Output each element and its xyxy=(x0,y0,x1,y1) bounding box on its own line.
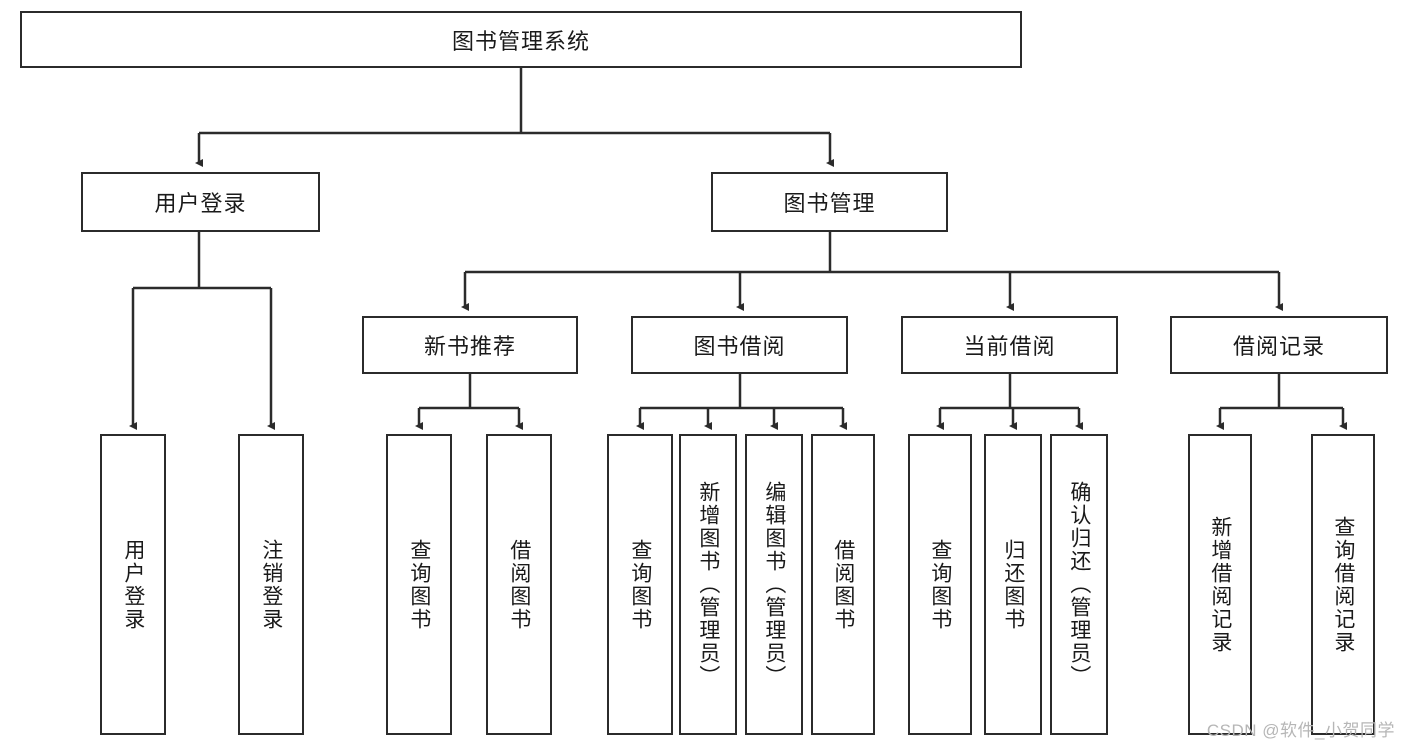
leaf-label: 查询图书 xyxy=(407,538,431,631)
node-current-borrow[interactable]: 当前借阅 xyxy=(901,316,1118,374)
leaf-book-borrow-add[interactable]: 新增图书（管理员） xyxy=(679,434,737,735)
leaf-borrow-record-query[interactable]: 查询借阅记录 xyxy=(1311,434,1375,735)
node-label: 图书管理系统 xyxy=(451,28,590,54)
leaf-label: 查询借阅记录 xyxy=(1331,515,1355,654)
node-label: 新书推荐 xyxy=(423,334,516,359)
leaf-label: 新增借阅记录 xyxy=(1208,515,1232,654)
leaf-label: 确认归还（管理员） xyxy=(1067,481,1091,688)
leaf-label: 归还图书 xyxy=(1001,538,1025,631)
leaf-label: 编辑图书（管理员） xyxy=(762,481,786,688)
node-label: 图书借阅 xyxy=(693,334,786,359)
leaf-current-borrow-query[interactable]: 查询图书 xyxy=(908,434,972,735)
node-borrow-record[interactable]: 借阅记录 xyxy=(1170,316,1388,374)
leaf-user-login-signout[interactable]: 注销登录 xyxy=(238,434,304,735)
leaf-label: 注销登录 xyxy=(259,538,283,631)
node-new-book-recommend[interactable]: 新书推荐 xyxy=(362,316,578,374)
leaf-label: 借阅图书 xyxy=(831,538,855,631)
leaf-new-book-borrow[interactable]: 借阅图书 xyxy=(486,434,552,735)
leaf-label: 新增图书（管理员） xyxy=(696,481,720,688)
leaf-user-login-signin[interactable]: 用户登录 xyxy=(100,434,166,735)
watermark: CSDN @软件_小贺同学 xyxy=(1206,721,1395,740)
leaf-current-borrow-return[interactable]: 归还图书 xyxy=(984,434,1042,735)
node-root-book-management-system[interactable]: 图书管理系统 xyxy=(20,11,1022,68)
node-label: 图书管理 xyxy=(783,191,876,216)
leaf-book-borrow-query[interactable]: 查询图书 xyxy=(607,434,673,735)
leaf-current-borrow-confirm-return[interactable]: 确认归还（管理员） xyxy=(1050,434,1108,735)
leaf-label: 借阅图书 xyxy=(507,538,531,631)
node-label: 当前借阅 xyxy=(963,334,1056,359)
node-user-login[interactable]: 用户登录 xyxy=(81,172,320,232)
node-label: 用户登录 xyxy=(154,191,247,216)
node-label: 借阅记录 xyxy=(1232,334,1325,359)
leaf-label: 查询图书 xyxy=(628,538,652,631)
leaf-book-borrow-lend[interactable]: 借阅图书 xyxy=(811,434,875,735)
leaf-label: 用户登录 xyxy=(121,538,145,631)
leaf-new-book-query[interactable]: 查询图书 xyxy=(386,434,452,735)
leaf-label: 查询图书 xyxy=(928,538,952,631)
node-book-borrow[interactable]: 图书借阅 xyxy=(631,316,848,374)
node-book-management[interactable]: 图书管理 xyxy=(711,172,948,232)
leaf-book-borrow-edit[interactable]: 编辑图书（管理员） xyxy=(745,434,803,735)
leaf-borrow-record-add[interactable]: 新增借阅记录 xyxy=(1188,434,1252,735)
